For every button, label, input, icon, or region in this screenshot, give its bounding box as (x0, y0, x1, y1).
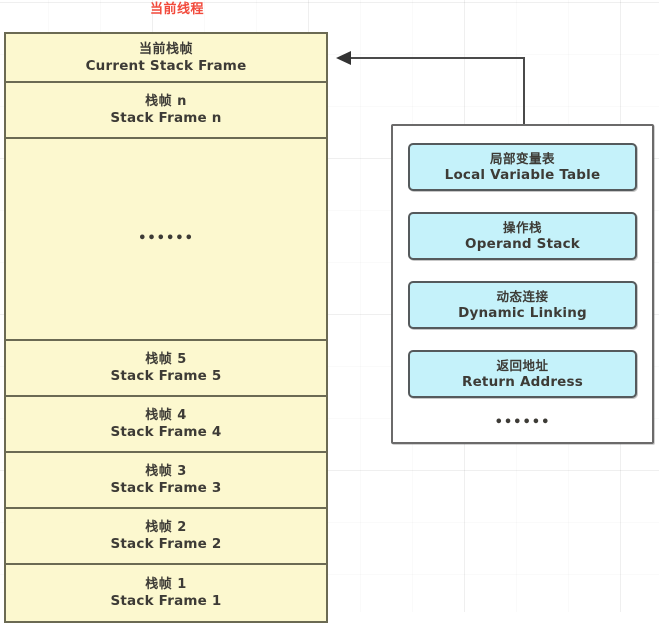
stack-frame-label-cn: 当前栈帧 (138, 41, 193, 57)
detail-return-address[interactable]: 返回地址 Return Address (408, 350, 637, 398)
detail-label-cn: 返回地址 (496, 357, 549, 373)
detail-label-en: Local Variable Table (444, 166, 601, 183)
stack-frame-current[interactable]: 当前栈帧 Current Stack Frame (6, 34, 326, 83)
detail-label-en: Dynamic Linking (458, 304, 587, 321)
stack-frame-label-en: Stack Frame 2 (110, 536, 222, 552)
stack-frame-gap: •••••• (6, 139, 326, 341)
ellipsis-dots: •••••• (138, 231, 194, 246)
stack-frame-label-cn: 栈帧 2 (145, 520, 187, 535)
stack-frame-label-cn: 栈帧 1 (145, 577, 187, 592)
stack-frame-label-en: Stack Frame n (110, 110, 222, 126)
detail-dynamic-linking[interactable]: 动态连接 Dynamic Linking (408, 281, 637, 329)
stack-frame-n[interactable]: 栈帧 n Stack Frame n (6, 83, 326, 139)
stack-frame-label-cn: 栈帧 5 (145, 352, 187, 367)
stack-frame-label-cn: 栈帧 n (145, 94, 187, 109)
stack-frame-label-en: Stack Frame 5 (110, 368, 222, 384)
detail-label-cn: 操作栈 (502, 219, 542, 235)
detail-label-en: Return Address (461, 373, 584, 390)
stack-frame-label-cn: 栈帧 3 (145, 464, 187, 479)
stack-frame-5[interactable]: 栈帧 5 Stack Frame 5 (6, 341, 326, 397)
detail-label-cn: 局部变量表 (489, 150, 555, 166)
stack-frame-4[interactable]: 栈帧 4 Stack Frame 4 (6, 397, 326, 453)
stack-frame-label-en: Stack Frame 3 (110, 480, 222, 496)
stack-frame-label-cn: 栈帧 4 (145, 408, 187, 423)
detail-ellipsis-dots: •••••• (494, 415, 551, 430)
page-title: 当前线程 (149, 2, 204, 17)
stack-frame-2[interactable]: 栈帧 2 Stack Frame 2 (6, 509, 326, 565)
arrow-left-icon (336, 51, 351, 65)
detail-label-en: Operand Stack (465, 235, 580, 252)
connector-vertical-line (523, 57, 525, 125)
stack-frame-3[interactable]: 栈帧 3 Stack Frame 3 (6, 453, 326, 509)
detail-operand-stack[interactable]: 操作栈 Operand Stack (408, 212, 637, 260)
connector-horizontal-line (349, 57, 525, 59)
stack-frame-1[interactable]: 栈帧 1 Stack Frame 1 (6, 565, 326, 621)
stack-frame-label-en: Stack Frame 1 (110, 593, 222, 609)
thread-stack: 当前栈帧 Current Stack Frame 栈帧 n Stack Fram… (4, 32, 328, 623)
stack-frame-detail-panel: 局部变量表 Local Variable Table 操作栈 Operand S… (391, 124, 654, 444)
stack-frame-label-en: Stack Frame 4 (110, 424, 222, 440)
detail-local-variable-table[interactable]: 局部变量表 Local Variable Table (408, 143, 637, 191)
detail-label-cn: 动态连接 (496, 288, 549, 304)
stack-frame-label-en: Current Stack Frame (85, 57, 247, 74)
